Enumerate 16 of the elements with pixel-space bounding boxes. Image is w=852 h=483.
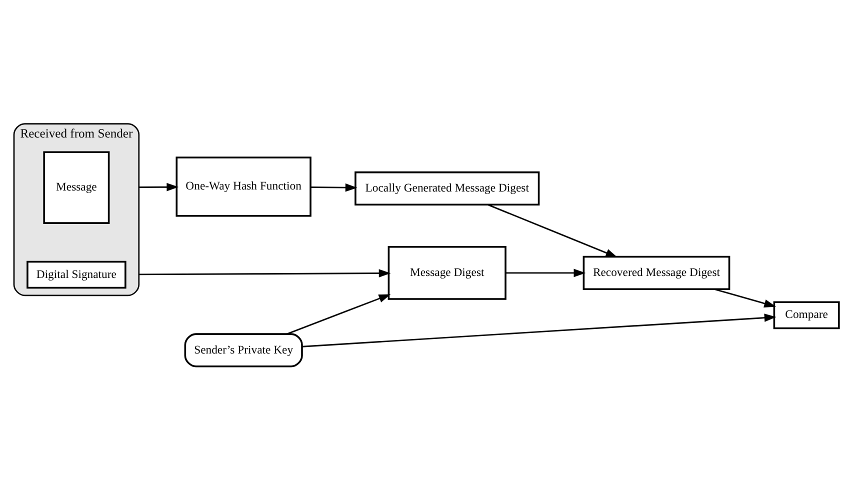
node-box: Message	[43, 151, 110, 224]
arrow	[310, 183, 358, 192]
node-box: Compare	[773, 301, 840, 330]
arrow	[138, 269, 391, 278]
arrow	[488, 204, 618, 258]
arrow	[506, 268, 586, 278]
arrow	[138, 182, 179, 192]
node-box: Locally Generated Message Digest	[354, 171, 540, 206]
arrow	[302, 314, 776, 348]
node-box: Sender’s Private Key	[184, 333, 303, 368]
node-box: One-Way Hash Function	[176, 156, 312, 217]
node-box: Message Digest	[388, 246, 506, 300]
arrow	[714, 288, 776, 308]
node-box: Digital Signature	[26, 260, 126, 289]
arrow	[286, 294, 391, 335]
node-box: Recovered Message Digest	[582, 256, 730, 290]
